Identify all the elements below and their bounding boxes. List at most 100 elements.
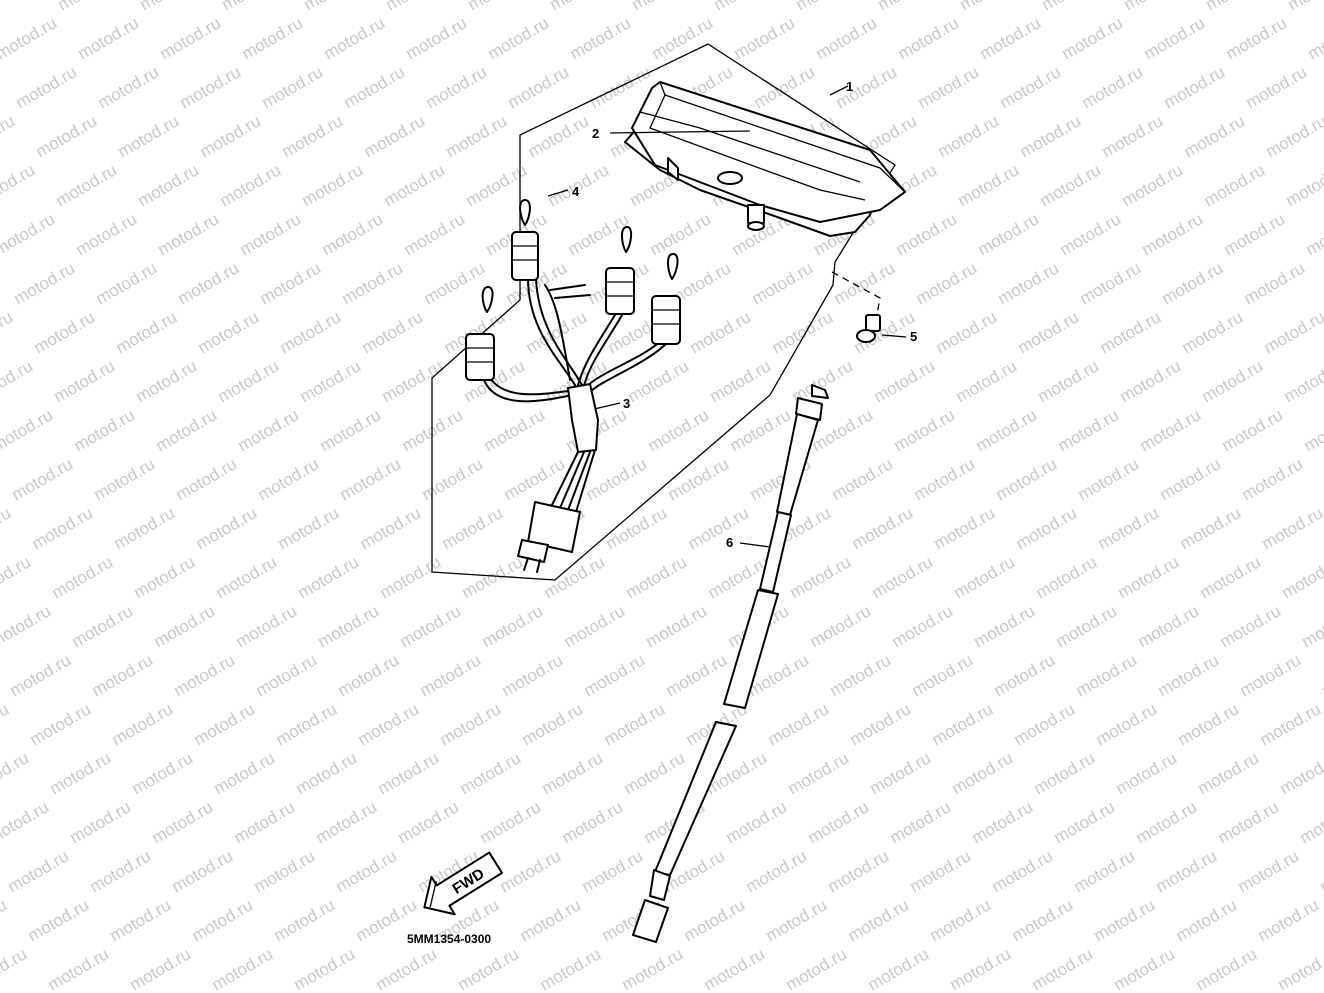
watermark-text: motod.ru bbox=[45, 944, 113, 993]
watermark-text: motod.ru bbox=[299, 160, 367, 210]
watermark-text: motod.ru bbox=[1077, 258, 1145, 308]
watermark-text: motod.ru bbox=[133, 356, 201, 406]
watermark-text: motod.ru bbox=[213, 552, 281, 602]
watermark-text: motod.ru bbox=[33, 111, 101, 161]
watermark-text: motod.ru bbox=[731, 13, 799, 63]
watermark-text: motod.ru bbox=[397, 601, 465, 651]
watermark-text: motod.ru bbox=[87, 846, 155, 896]
watermark-text: motod.ru bbox=[785, 748, 853, 798]
watermark-text: motod.ru bbox=[177, 62, 245, 112]
watermark-text: motod.ru bbox=[443, 111, 511, 161]
watermark-text: motod.ru bbox=[997, 62, 1065, 112]
watermark-text: motod.ru bbox=[95, 62, 163, 112]
watermark-text: motod.ru bbox=[0, 160, 38, 210]
watermark-text: motod.ru bbox=[255, 454, 323, 504]
watermark-text: motod.ru bbox=[1281, 356, 1324, 406]
watermark-text: motod.ru bbox=[0, 944, 30, 993]
watermark-text: motod.ru bbox=[723, 797, 791, 847]
watermark-text: motod.ru bbox=[749, 258, 817, 308]
watermark-text: motod.ru bbox=[619, 944, 687, 993]
watermark-text: motod.ru bbox=[579, 846, 647, 896]
watermark-text: motod.ru bbox=[711, 0, 779, 14]
watermark-text: motod.ru bbox=[1161, 62, 1229, 112]
watermark-text: motod.ru bbox=[455, 944, 523, 993]
watermark-text: motod.ru bbox=[911, 454, 979, 504]
watermark-text: motod.ru bbox=[1215, 797, 1283, 847]
watermark-text: motod.ru bbox=[891, 405, 959, 455]
watermark-text: motod.ru bbox=[1095, 503, 1163, 553]
watermark-text: motod.ru bbox=[687, 307, 755, 357]
callout-3: 3 bbox=[623, 396, 630, 411]
watermark-text: motod.ru bbox=[541, 552, 609, 602]
watermark-text: motod.ru bbox=[67, 797, 135, 847]
watermark-text: motod.ru bbox=[55, 0, 123, 14]
watermark-text: motod.ru bbox=[1011, 699, 1079, 749]
watermark-text: motod.ru bbox=[1203, 0, 1271, 14]
watermark-text: motod.ru bbox=[889, 601, 957, 651]
watermark-text: motod.ru bbox=[581, 650, 649, 700]
watermark-text: motod.ru bbox=[321, 13, 389, 63]
watermark-text: motod.ru bbox=[173, 454, 241, 504]
watermark-text: motod.ru bbox=[215, 356, 283, 406]
watermark-text: motod.ru bbox=[91, 454, 159, 504]
watermark-text: motod.ru bbox=[1259, 503, 1324, 553]
watermark-text: motod.ru bbox=[1261, 307, 1324, 357]
watermark-text: motod.ru bbox=[361, 111, 429, 161]
watermark-text: motod.ru bbox=[1175, 699, 1243, 749]
watermark-text: motod.ru bbox=[1139, 209, 1207, 259]
watermark-text: motod.ru bbox=[421, 258, 489, 308]
watermark-text: motod.ru bbox=[153, 405, 221, 455]
watermark-text: motod.ru bbox=[1221, 209, 1289, 259]
watermark-text: motod.ru bbox=[625, 356, 693, 406]
callout-4: 4 bbox=[572, 184, 580, 199]
watermark-text: motod.ru bbox=[1119, 160, 1187, 210]
watermark-text: motod.ru bbox=[381, 160, 449, 210]
watermark-text: motod.ru bbox=[517, 895, 585, 945]
watermark-text: motod.ru bbox=[893, 209, 961, 259]
watermark-text: motod.ru bbox=[813, 13, 881, 63]
watermark-text: motod.ru bbox=[211, 748, 279, 798]
watermark-text: motod.ru bbox=[1177, 503, 1245, 553]
watermark-text: motod.ru bbox=[955, 160, 1023, 210]
watermark-text: motod.ru bbox=[793, 0, 861, 14]
watermark-text: motod.ru bbox=[89, 650, 157, 700]
watermark-text: motod.ru bbox=[377, 552, 445, 602]
watermark-text: motod.ru bbox=[149, 797, 217, 847]
watermark-text: motod.ru bbox=[1285, 0, 1324, 14]
watermark-text: motod.ru bbox=[1157, 454, 1225, 504]
watermark-text: motod.ru bbox=[975, 209, 1043, 259]
watermark-text: motod.ru bbox=[357, 503, 425, 553]
meter-cable bbox=[632, 384, 829, 943]
watermark-text: motod.ru bbox=[1283, 160, 1324, 210]
watermark-text: motod.ru bbox=[0, 895, 10, 945]
watermark-text: motod.ru bbox=[359, 307, 427, 357]
watermark-text: motod.ru bbox=[0, 111, 18, 161]
watermark-text: motod.ru bbox=[913, 258, 981, 308]
watermark-text: motod.ru bbox=[847, 699, 915, 749]
watermark-text: motod.ru bbox=[869, 552, 937, 602]
watermark-text: motod.ru bbox=[0, 797, 52, 847]
watermark-text: motod.ru bbox=[1059, 13, 1127, 63]
watermark-text: motod.ru bbox=[75, 13, 143, 63]
watermark-text: motod.ru bbox=[0, 748, 32, 798]
watermark-text: motod.ru bbox=[845, 895, 913, 945]
watermark-text: motod.ru bbox=[191, 699, 259, 749]
watermark-text: motod.ru bbox=[217, 160, 285, 210]
watermark-text: motod.ru bbox=[505, 62, 573, 112]
watermark-text: motod.ru bbox=[1153, 846, 1221, 896]
watermark-text: motod.ru bbox=[401, 209, 469, 259]
watermark-text: motod.ru bbox=[1099, 111, 1167, 161]
watermark-text: motod.ru bbox=[787, 552, 855, 602]
watermark-text: motod.ru bbox=[481, 405, 549, 455]
watermark-text: motod.ru bbox=[395, 797, 463, 847]
watermark-text: motod.ru bbox=[805, 797, 873, 847]
watermark-text: motod.ru bbox=[537, 944, 605, 993]
watermark-text: motod.ru bbox=[0, 209, 58, 259]
watermark-text: motod.ru bbox=[197, 111, 265, 161]
watermark-text: motod.ru bbox=[993, 454, 1061, 504]
watermark-text: motod.ru bbox=[1113, 748, 1181, 798]
watermark-text: motod.ru bbox=[875, 0, 943, 14]
watermark-text: motod.ru bbox=[51, 356, 119, 406]
watermark-text: motod.ru bbox=[1137, 405, 1205, 455]
watermark-text: motod.ru bbox=[547, 0, 615, 14]
